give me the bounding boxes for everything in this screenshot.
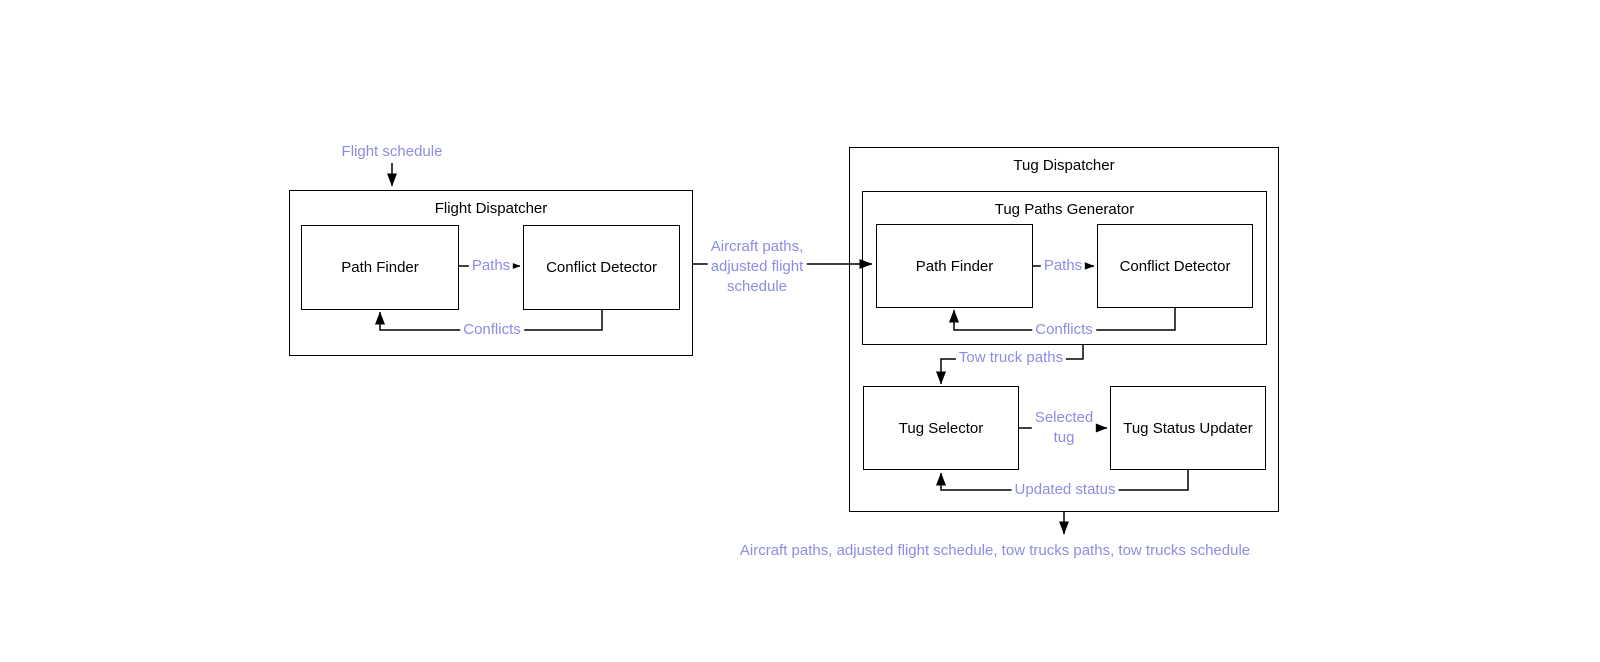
fd-conflict-detector-label: Conflict Detector — [546, 259, 657, 276]
fd-paths-edge-label: Paths — [468, 256, 514, 276]
flight-dispatcher-title: Flight Dispatcher — [434, 200, 548, 217]
tow-truck-paths-edge-label: Tow truck paths — [955, 348, 1067, 368]
tpg-conflicts-edge-label: Conflicts — [1032, 320, 1096, 340]
tug-selector-box: Tug Selector — [863, 386, 1019, 470]
updated-status-edge-label: Updated status — [1011, 480, 1119, 500]
tpg-path-finder-label: Path Finder — [915, 257, 994, 275]
flight-schedule-label: Flight schedule — [338, 142, 446, 162]
fd-path-finder-box: Path Finder — [301, 225, 459, 310]
tpg-conflict-detector-box: Conflict Detector — [1097, 224, 1253, 308]
tpg-path-finder-box: Path Finder — [876, 224, 1033, 308]
tug-status-updater-box: Tug Status Updater — [1110, 386, 1266, 470]
flight-dispatcher-box: Flight Dispatcher — [289, 190, 693, 356]
transfer-edge-label: Aircraft paths, adjusted flight schedule — [707, 237, 807, 297]
output-edge-label: Aircraft paths, adjusted flight schedule… — [736, 541, 1254, 561]
fd-path-finder-label: Path Finder — [341, 259, 419, 276]
tug-dispatcher-title: Tug Dispatcher — [1013, 157, 1115, 174]
tug-dispatcher-box: Tug Dispatcher — [849, 147, 1279, 512]
tug-paths-generator-box: Tug Paths Generator — [862, 191, 1267, 345]
tug-paths-generator-title: Tug Paths Generator — [994, 201, 1135, 218]
fd-conflict-detector-box: Conflict Detector — [523, 225, 680, 310]
tpg-paths-edge-label: Paths — [1040, 256, 1086, 276]
tpg-conflict-detector-label: Conflict Detector — [1119, 257, 1231, 275]
fd-conflicts-edge-label: Conflicts — [460, 320, 524, 340]
selected-tug-edge-label: Selected tug — [1031, 408, 1097, 448]
tug-status-updater-label: Tug Status Updater — [1123, 419, 1253, 437]
tug-selector-label: Tug Selector — [898, 419, 984, 437]
